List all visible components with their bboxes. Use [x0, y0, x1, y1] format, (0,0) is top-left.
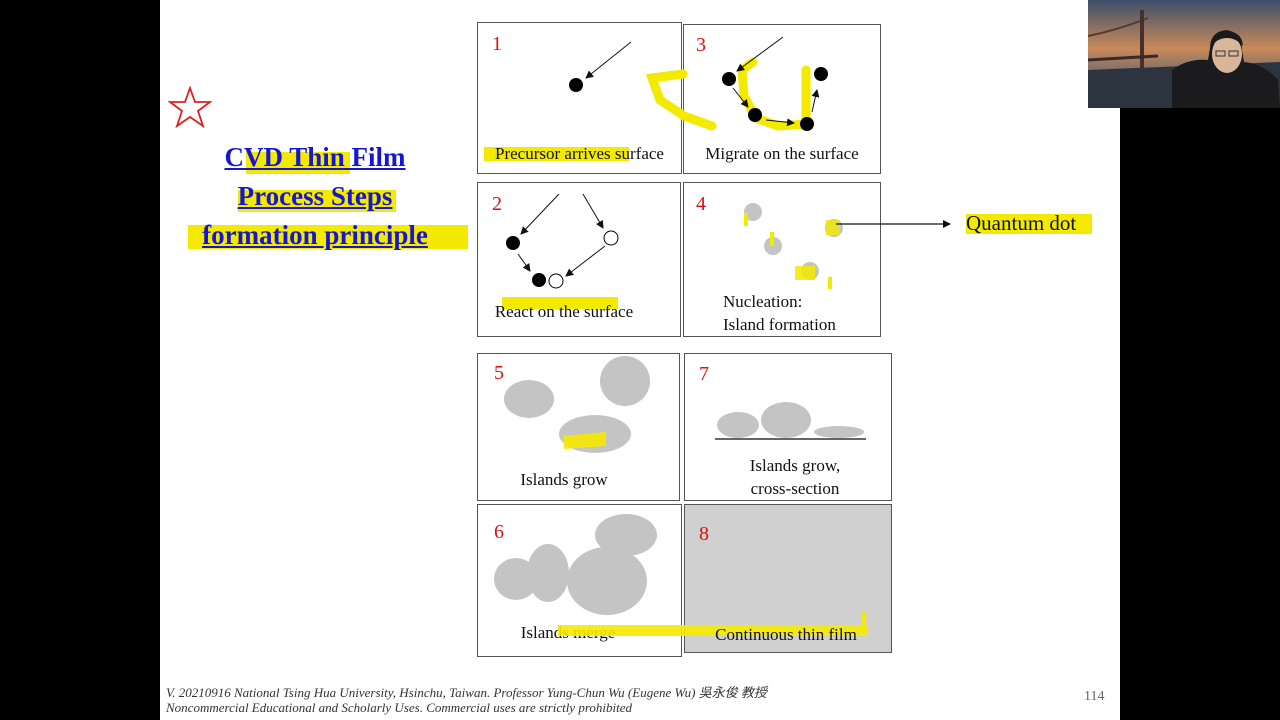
highlight-quantum-dot [966, 214, 1092, 234]
step-number: 8 [699, 523, 709, 545]
arrow [765, 118, 795, 127]
particle [800, 117, 814, 131]
step-label-line-2: Island formation [723, 315, 836, 334]
step-number: 6 [494, 521, 504, 543]
island [567, 547, 647, 615]
step-label-line-2: cross-section [750, 479, 840, 498]
arrow [565, 245, 606, 277]
star-icon [167, 85, 213, 135]
island [527, 544, 569, 602]
title-line-3: formation principle [202, 220, 428, 250]
panel-step-1: 1 Precursor arrives surface [477, 22, 682, 174]
highlighter-stroke [558, 625, 868, 636]
arrow [811, 89, 820, 113]
webcam-feed [1088, 0, 1280, 108]
footer-line-2: Noncommercial Educational and Scholarly … [166, 700, 633, 715]
footer-line-1: V. 20210916 National Tsing Hua Universit… [166, 685, 767, 700]
arrow [582, 193, 604, 229]
highlight-title-1 [246, 152, 350, 174]
highlighter-mark [770, 232, 774, 246]
step-number: 5 [494, 362, 504, 384]
highlight-step-2 [502, 297, 618, 309]
highlighter-mark [744, 213, 748, 226]
arrow [520, 193, 560, 235]
step-8-label: Continuous thin film [715, 625, 857, 644]
step-label: Islands grow [520, 470, 608, 489]
panel-step-3: 3 Migrate on the surface [683, 24, 881, 174]
island [504, 380, 554, 418]
island [717, 412, 759, 438]
arrow [736, 36, 784, 72]
arrow [585, 41, 632, 79]
step-number: 7 [699, 363, 709, 385]
highlight-title-2 [238, 190, 396, 212]
page-number: 114 [1084, 689, 1105, 704]
particle [748, 108, 762, 122]
highlighter-mark [826, 220, 840, 235]
particle [722, 72, 736, 86]
title-line-1: CVD Thin Film [224, 142, 406, 172]
step-number: 1 [492, 33, 502, 55]
island [761, 402, 811, 438]
reactant-particle [548, 273, 564, 289]
step-number: 3 [696, 34, 706, 56]
reactant-particle [532, 273, 546, 287]
highlighter-mark [795, 266, 815, 280]
highlighter-stroke [645, 69, 717, 131]
particle [814, 67, 828, 81]
panel-step-2: 2 React on the surface [477, 182, 681, 337]
step-number: 2 [492, 193, 502, 215]
step-number: 4 [696, 193, 706, 215]
slide-title: CVD Thin Film Process Steps formation pr… [175, 138, 455, 255]
highlight-step-1 [484, 147, 629, 161]
highlighter-stroke [563, 432, 606, 449]
nucleus [744, 203, 762, 221]
step-label-line-1: Islands grow, [749, 456, 841, 475]
island [494, 558, 538, 600]
reactant-particle [603, 230, 619, 246]
step-label: Precursor arrives surface [495, 144, 664, 163]
title-line-2: Process Steps [237, 181, 393, 211]
highlighter-mark [862, 612, 866, 630]
step-label-line-1: Nucleation: [723, 292, 803, 311]
quantum-dot-label: Quantum dot [966, 211, 1077, 235]
highlighter-mark [828, 277, 832, 289]
step-label: React on the surface [494, 302, 634, 321]
arrow [732, 87, 749, 108]
island [595, 514, 657, 556]
precursor-particle [569, 78, 583, 92]
highlight-title-3 [188, 225, 468, 249]
reactant-particle [506, 236, 520, 250]
island [600, 356, 650, 406]
arrow [517, 253, 531, 272]
island [814, 426, 864, 438]
panel-step-4: 4 Nucleation: Island formation [683, 182, 881, 337]
step-label: Migrate on the surface [705, 144, 859, 163]
